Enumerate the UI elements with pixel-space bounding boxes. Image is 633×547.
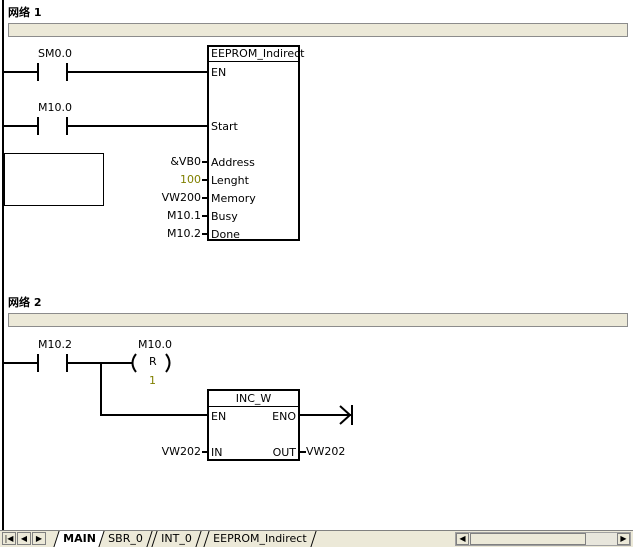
scroll-thumb[interactable] xyxy=(470,533,586,545)
pin-length: Lenght xyxy=(211,174,249,187)
network-2-title[interactable]: 网络 2 xyxy=(8,296,42,309)
coil-parentheses-icon xyxy=(131,353,171,373)
inc-w-pin-eno: ENO xyxy=(272,410,296,423)
contact-sm0-0-label: SM0.0 xyxy=(38,47,72,60)
operand-done[interactable]: M10.2 xyxy=(167,227,201,240)
network-2-comment[interactable] xyxy=(8,313,628,327)
prev-tab-button[interactable]: ◀ xyxy=(17,532,31,545)
first-tab-button[interactable]: |◀ xyxy=(2,532,16,545)
pin-address: Address xyxy=(211,156,255,169)
operand-memory[interactable]: VW200 xyxy=(161,191,201,204)
inc-w-pin-out: OUT xyxy=(272,446,296,459)
operand-busy[interactable]: M10.1 xyxy=(167,209,201,222)
pin-start: Start xyxy=(211,120,238,133)
horizontal-scrollbar[interactable]: ◀ ▶ xyxy=(455,532,631,546)
network-1-comment[interactable] xyxy=(8,23,628,37)
eeprom-indirect-block[interactable]: EEPROM_Indirect EN Start Address Lenght … xyxy=(207,45,305,241)
tab-eeprom-indirect[interactable]: EEPROM_Indirect xyxy=(203,531,317,547)
inc-w-operand-in[interactable]: VW202 xyxy=(161,445,201,458)
inc-w-operand-out[interactable]: VW202 xyxy=(306,445,346,458)
inc-w-pin-en: EN xyxy=(211,410,227,423)
pin-busy: Busy xyxy=(211,210,238,223)
ladder-edit-cell[interactable] xyxy=(4,153,104,206)
contact-m10-2-label: M10.2 xyxy=(38,338,72,351)
output-arrow-icon xyxy=(339,405,353,425)
tab-sbr-0[interactable]: SBR_0 xyxy=(98,531,153,547)
pin-done: Done xyxy=(211,228,240,241)
next-tab-button[interactable]: ▶ xyxy=(32,532,46,545)
scroll-right-icon[interactable]: ▶ xyxy=(617,533,630,545)
block-title: EEPROM_Indirect xyxy=(211,47,305,60)
network-1-title[interactable]: 网络 1 xyxy=(8,6,42,19)
pin-memory: Memory xyxy=(211,192,256,205)
scroll-left-icon[interactable]: ◀ xyxy=(456,533,469,545)
operand-length[interactable]: 100 xyxy=(180,173,201,186)
tab-int-0[interactable]: INT_0 xyxy=(151,531,202,547)
inc-w-block[interactable]: INC_W EN ENO IN OUT xyxy=(207,389,300,461)
coil-type: R xyxy=(149,355,157,368)
coil-count: 1 xyxy=(149,374,156,387)
tab-main[interactable]: MAIN xyxy=(53,531,106,547)
inc-w-pin-in: IN xyxy=(211,446,223,459)
contact-m10-0-label: M10.0 xyxy=(38,101,72,114)
power-rail xyxy=(2,0,4,530)
coil-address: M10.0 xyxy=(138,338,172,351)
program-tab-bar: |◀ ◀ ▶ MAIN SBR_0 INT_0 EEPROM_Indirect … xyxy=(0,530,633,547)
pin-en: EN xyxy=(211,66,227,79)
operand-address[interactable]: &VB0 xyxy=(170,155,201,168)
inc-w-title: INC_W xyxy=(235,392,272,405)
